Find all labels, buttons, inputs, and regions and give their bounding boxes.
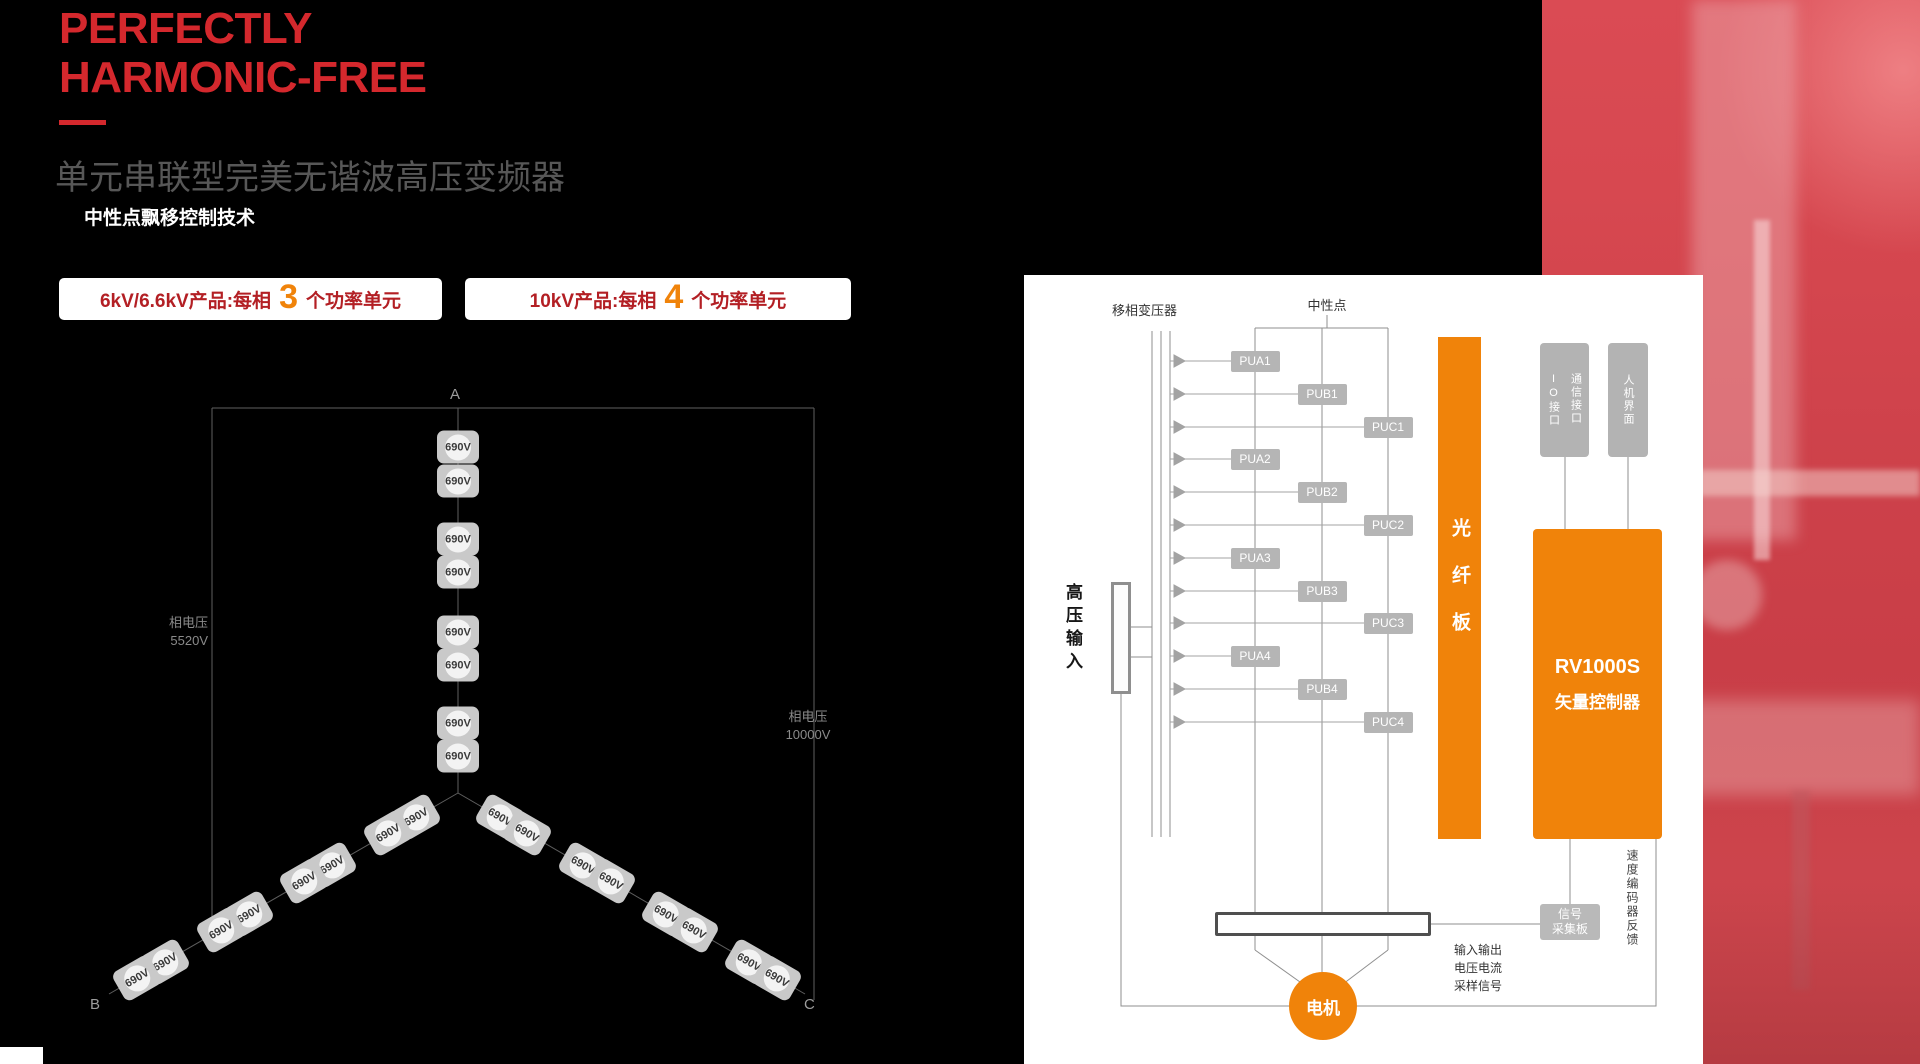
power-cell-label: 690V bbox=[596, 869, 625, 894]
power-cell: 690V bbox=[437, 615, 479, 649]
badge-6kv-suffix: 个功率单元 bbox=[305, 290, 401, 312]
power-cell-label: 690V bbox=[445, 659, 471, 671]
power-cell-label: 690V bbox=[445, 475, 471, 487]
power-cell-label: 690V bbox=[445, 717, 471, 729]
power-cell: 690V bbox=[437, 522, 479, 556]
photo-machinery-column bbox=[1692, 0, 1796, 540]
controller-name: RV1000S bbox=[1554, 655, 1641, 678]
power-unit-pub1: PUB1 bbox=[1297, 383, 1347, 405]
power-unit-puc3: PUC3 bbox=[1363, 612, 1413, 634]
io-comm-interface-box: IO接口 通信接口 bbox=[1540, 343, 1589, 457]
hmi-box: 人机界面 bbox=[1608, 343, 1648, 457]
vector-controller-box: RV1000S 矢量控制器 bbox=[1533, 529, 1662, 839]
motor-circle: 电机 bbox=[1289, 972, 1357, 1040]
phase-voltage-right: 相电压 10000V bbox=[785, 709, 831, 742]
power-cell-label: 690V bbox=[445, 750, 471, 762]
photo-machinery-leg bbox=[1792, 790, 1810, 990]
power-cell-label: 690V bbox=[763, 966, 792, 990]
power-cell: 690V bbox=[437, 464, 479, 498]
power-cell-label: 690V bbox=[679, 918, 709, 942]
encoder-feedback-label: 速度编码器反馈 bbox=[1625, 849, 1639, 947]
phase-c-label: C bbox=[804, 996, 815, 1013]
power-cell: 690V bbox=[437, 739, 479, 773]
phase-b-label: B bbox=[90, 996, 101, 1013]
neutral-point-label: 中性点 bbox=[1307, 298, 1347, 313]
power-cell: 690V bbox=[437, 648, 479, 682]
power-cell-label: 690V bbox=[290, 869, 319, 894]
badge-6kv: 6kV/6.6kV产品:每相 3 个功率单元 bbox=[59, 278, 442, 320]
power-unit-pua3: PUA3 bbox=[1230, 547, 1280, 569]
phase-voltage-left: 相电压 5520V bbox=[168, 615, 208, 648]
transformer-label: 移相变压器 bbox=[1112, 303, 1178, 318]
output-busbar bbox=[1215, 912, 1431, 936]
power-unit-puc2: PUC2 bbox=[1363, 514, 1413, 536]
badge-10kv: 10kV产品:每相 4 个功率单元 bbox=[465, 278, 851, 320]
photo-machinery-wheel bbox=[1692, 560, 1762, 630]
power-cell-label: 690V bbox=[206, 918, 235, 942]
title-divider bbox=[59, 120, 106, 125]
badge-10kv-count: 4 bbox=[664, 278, 684, 316]
badge-6kv-prefix: 6kV/6.6kV产品:每相 bbox=[99, 290, 272, 312]
power-cell-label: 690V bbox=[513, 821, 542, 845]
power-unit-puc1: PUC1 bbox=[1363, 416, 1413, 438]
power-cell-label: 690V bbox=[445, 626, 471, 638]
page-title: PERFECTLY HARMONIC-FREE bbox=[59, 4, 427, 102]
controller-type: 矢量控制器 bbox=[1555, 692, 1640, 712]
power-unit-pub4: PUB4 bbox=[1297, 678, 1347, 700]
phase-a-label: A bbox=[450, 386, 461, 403]
power-cell-label: 690V bbox=[122, 966, 152, 990]
fiber-board: 光纤板 bbox=[1438, 337, 1481, 839]
power-cell-label: 690V bbox=[445, 441, 471, 453]
power-cell: 690V bbox=[437, 706, 479, 740]
feature-label: 中性点飘移控制技术 bbox=[84, 208, 256, 229]
sampling-signal-label: 输入输出 电压电流 采样信号 bbox=[1454, 943, 1503, 993]
power-unit-pub3: PUB3 bbox=[1297, 580, 1347, 602]
badge-10kv-suffix: 个功率单元 bbox=[691, 290, 787, 312]
hv-input-busbar bbox=[1111, 582, 1131, 694]
corner-sliver bbox=[0, 1047, 43, 1064]
badge-10kv-prefix: 10kV产品:每相 bbox=[529, 290, 657, 312]
page-title-line2: HARMONIC-FREE bbox=[59, 53, 427, 102]
power-unit-pua4: PUA4 bbox=[1230, 645, 1280, 667]
power-cell: 690V bbox=[437, 555, 479, 589]
power-unit-pua2: PUA2 bbox=[1230, 448, 1280, 470]
power-cell-label: 690V bbox=[374, 821, 403, 845]
power-unit-pua1: PUA1 bbox=[1230, 350, 1280, 372]
hv-input-label: 高压输入 bbox=[1063, 583, 1082, 675]
page-title-line1: PERFECTLY bbox=[59, 4, 313, 53]
schematic-lines bbox=[1120, 315, 1657, 1007]
power-unit-puc4: PUC4 bbox=[1363, 711, 1413, 733]
power-unit-pub2: PUB2 bbox=[1297, 481, 1347, 503]
power-cell-label: 690V bbox=[445, 566, 471, 578]
power-cell-label: 690V bbox=[445, 533, 471, 545]
page-subtitle: 单元串联型完美无谐波高压变频器 bbox=[55, 159, 565, 197]
badge-6kv-count: 3 bbox=[279, 278, 298, 316]
power-cell: 690V bbox=[437, 430, 479, 464]
signal-board-box: 信号 采集板 bbox=[1540, 904, 1600, 940]
